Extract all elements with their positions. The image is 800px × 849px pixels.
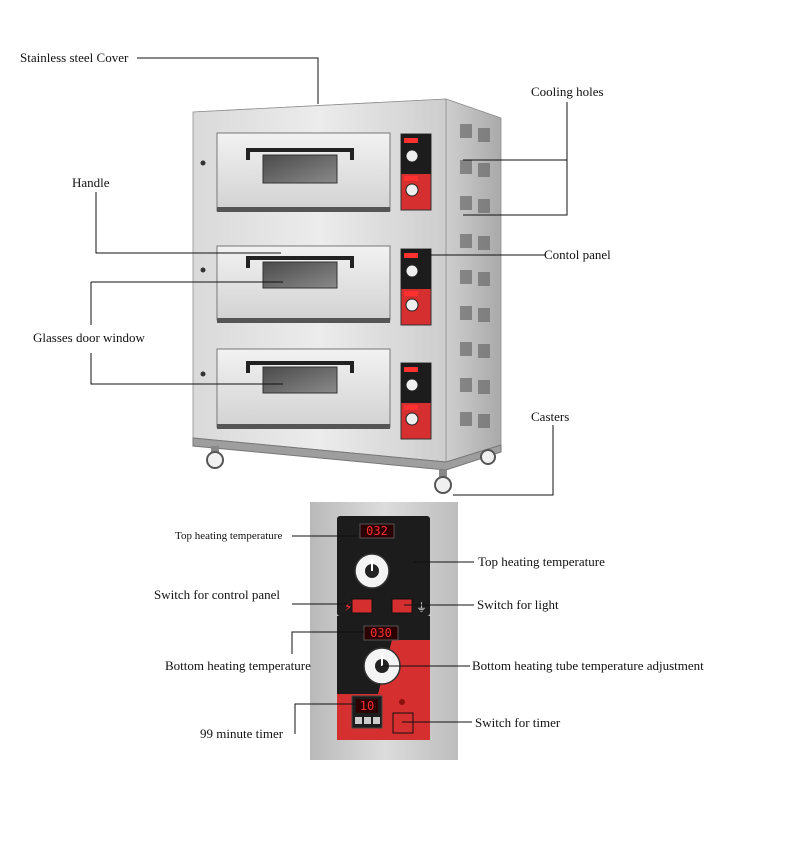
base-frame — [192, 437, 502, 471]
label-top-temp-right: Top heating temperature — [478, 554, 605, 569]
timer-value: 10 — [360, 699, 374, 713]
label-bottom-adjust: Bottom heating tube temperature adjustme… — [472, 658, 704, 673]
control-panel-1 — [400, 133, 432, 211]
oven-side — [445, 98, 502, 463]
label-control-panel: Contol panel — [544, 247, 611, 262]
glass-window — [262, 366, 338, 394]
timer-switch[interactable] — [392, 712, 414, 734]
control-panel-3 — [400, 362, 432, 440]
timer-button[interactable] — [364, 717, 371, 724]
label-bottom-temp: Bottom heating temperature — [165, 658, 311, 673]
leader-lines-panel — [291, 535, 474, 734]
control-panel-2 — [400, 248, 432, 326]
oven-body — [192, 98, 502, 494]
panel-closeup: 032 ⚡ ⏚ 030 10 — [310, 502, 458, 760]
glass-window — [262, 154, 338, 184]
light-icon: ⏚ — [416, 601, 427, 614]
label-cover: Stainless steel Cover — [20, 50, 129, 65]
caster-wheel — [206, 451, 224, 469]
bottom-temp-value: 030 — [370, 626, 392, 640]
label-light-switch: Switch for light — [477, 597, 559, 612]
control-panel-switch[interactable] — [351, 598, 373, 614]
cooling-holes — [460, 124, 490, 428]
deck-3 — [216, 348, 391, 429]
casters — [206, 446, 496, 494]
top-temp-value: 032 — [366, 524, 388, 538]
label-casters: Casters — [531, 409, 570, 424]
glass-window — [262, 261, 338, 289]
label-cooling-holes: Cooling holes — [531, 84, 604, 99]
label-top-temp-left: Top heating temperature — [175, 530, 283, 542]
caster-wheel — [434, 476, 452, 494]
timer-display — [356, 699, 378, 713]
door-handle — [246, 361, 354, 373]
label-handle: Handle — [72, 175, 110, 190]
deck-1 — [216, 132, 391, 212]
leader-lines-upper — [90, 57, 568, 496]
door-handle — [246, 256, 354, 268]
deck-2 — [216, 245, 391, 323]
caster-wheel — [480, 449, 496, 465]
timer-button[interactable] — [373, 717, 380, 724]
screw-icon — [200, 267, 206, 273]
light-switch[interactable] — [391, 598, 413, 614]
timer-button[interactable] — [355, 717, 362, 724]
label-timer: 99 minute timer — [200, 726, 284, 741]
label-timer-switch: Switch for timer — [475, 715, 561, 730]
top-temp-display — [359, 523, 395, 539]
screw-icon — [200, 371, 206, 377]
bottom-temp-display — [363, 625, 399, 641]
door-handle — [246, 148, 354, 160]
label-control-switch: Switch for control panel — [154, 587, 280, 602]
screw-icon — [200, 160, 206, 166]
label-glass-window: Glasses door window — [33, 330, 145, 345]
power-icon: ⚡ — [344, 600, 352, 614]
